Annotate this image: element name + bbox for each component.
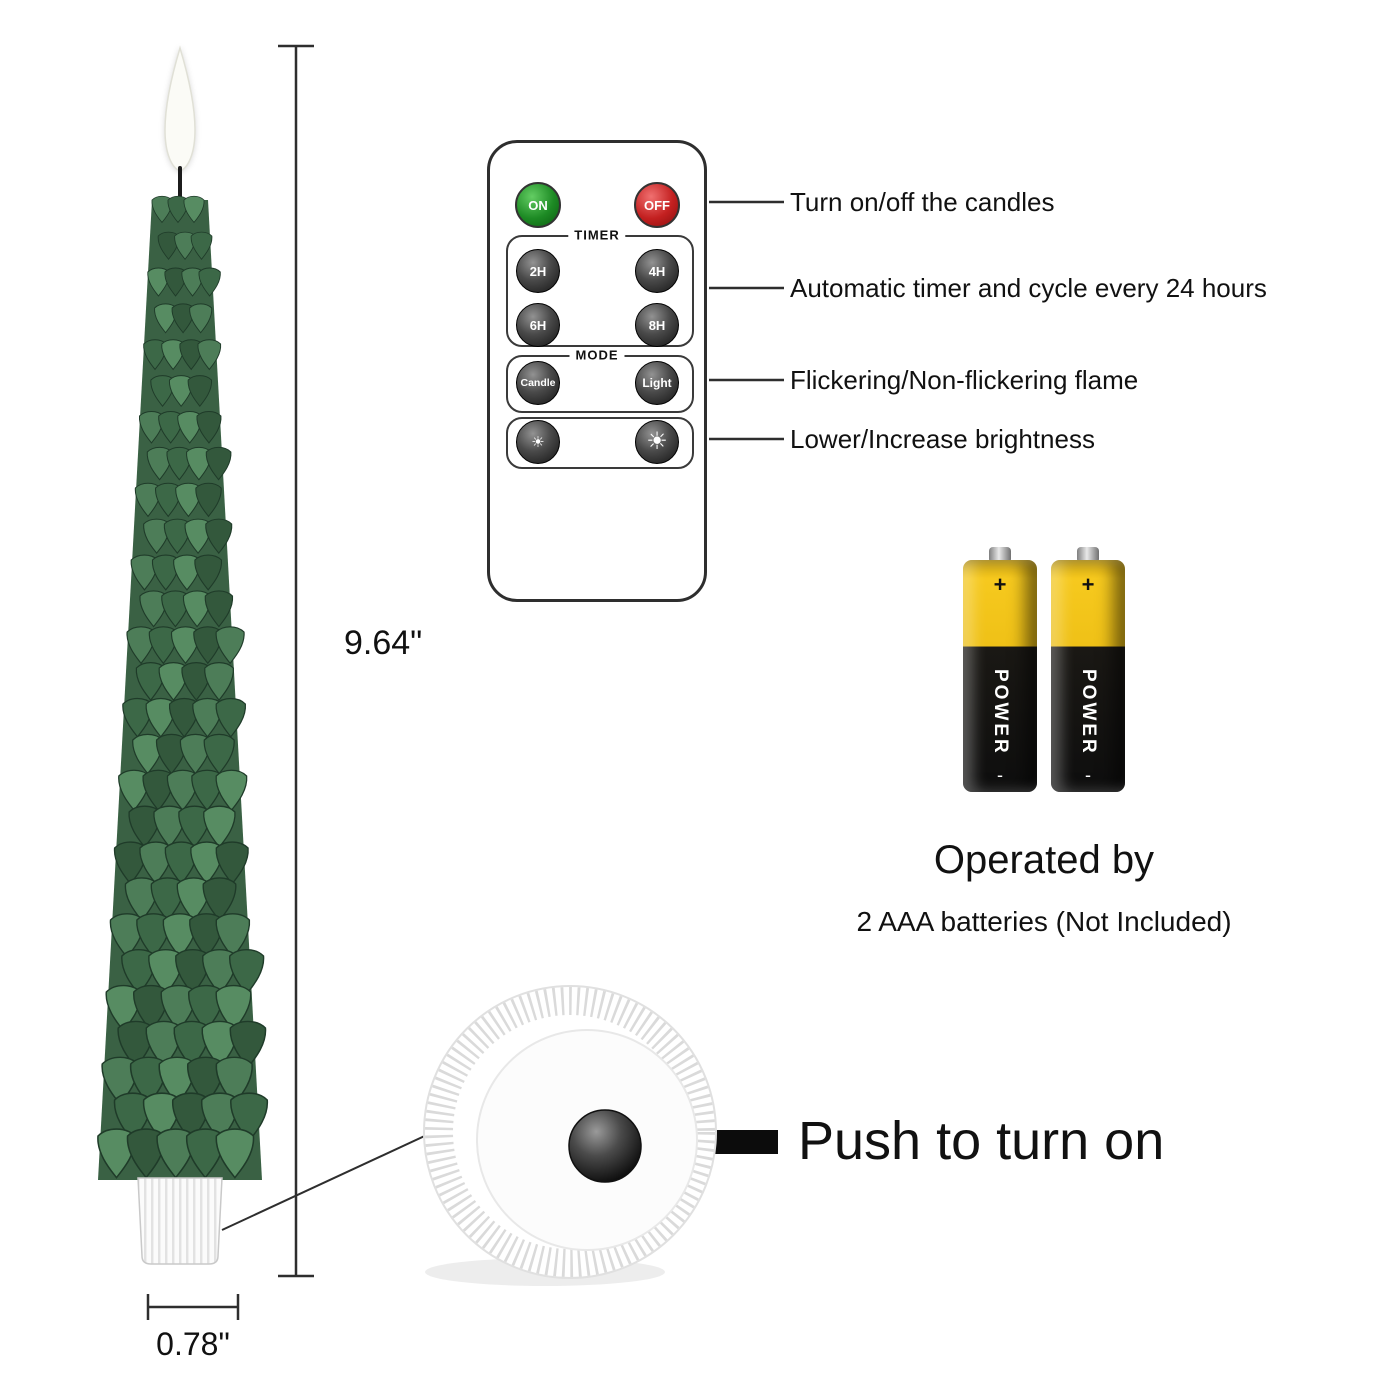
- remote-off-button: OFF: [634, 182, 680, 228]
- candle-base-closeup: [423, 985, 717, 1286]
- aaa-battery: + POWER -: [1051, 560, 1125, 792]
- battery-note-text: 2 AAA batteries (Not Included): [856, 906, 1232, 937]
- push-instruction: Push to turn on: [798, 1111, 1165, 1171]
- tree-candle-illustration: [97, 45, 269, 1265]
- flame-icon: [164, 45, 196, 172]
- remote-8h-button: 8H: [635, 303, 679, 347]
- height-dimension-label: 9.64": [344, 624, 423, 662]
- brightness-down-sun-icon: ☀: [516, 420, 560, 464]
- base-ribs: [425, 987, 715, 1277]
- remote-4h-button: 4H: [635, 249, 679, 293]
- callout-on-off: Turn on/off the candles: [790, 187, 1055, 217]
- battery-brand-label: POWER: [990, 668, 1011, 756]
- remote-2h-button: 2H: [516, 249, 560, 293]
- candle-base: [137, 1177, 223, 1265]
- brightness-up-sun-icon: ☀: [635, 420, 679, 464]
- brightness-group-box: [506, 417, 694, 469]
- callout-brightness: Lower/Increase brightness: [790, 424, 1095, 454]
- callout-flicker: Flickering/Non-flickering flame: [790, 365, 1139, 395]
- timer-label: TIMER: [568, 227, 626, 243]
- remote-light-mode-button: Light: [635, 361, 679, 405]
- remote-6h-button: 6H: [516, 303, 560, 347]
- tree-scales: [97, 195, 269, 1179]
- battery-brand-label: POWER: [1078, 668, 1099, 756]
- callout-timer: Automatic timer and cycle every 24 hours: [790, 273, 1267, 303]
- battery-plus-mark: +: [1081, 572, 1095, 597]
- battery-terminal-nub: [1077, 547, 1099, 561]
- remote-control: ON OFF TIMER 2H 4H 6H 8H MODE Candle Lig…: [487, 140, 707, 602]
- width-dimension-label: 0.78": [156, 1326, 230, 1362]
- battery-minus-mark: -: [997, 765, 1003, 785]
- battery-minus-mark: -: [1085, 765, 1091, 785]
- remote-on-button: ON: [515, 182, 561, 228]
- mode-label: MODE: [569, 347, 625, 363]
- aaa-battery: + POWER -: [963, 560, 1037, 792]
- power-knob: [568, 1109, 642, 1183]
- battery-terminal-nub: [989, 547, 1011, 561]
- remote-candle-mode-button: Candle: [516, 361, 560, 405]
- wick: [178, 166, 182, 204]
- battery-plus-mark: +: [993, 572, 1007, 597]
- operated-by-text: Operated by: [933, 838, 1155, 882]
